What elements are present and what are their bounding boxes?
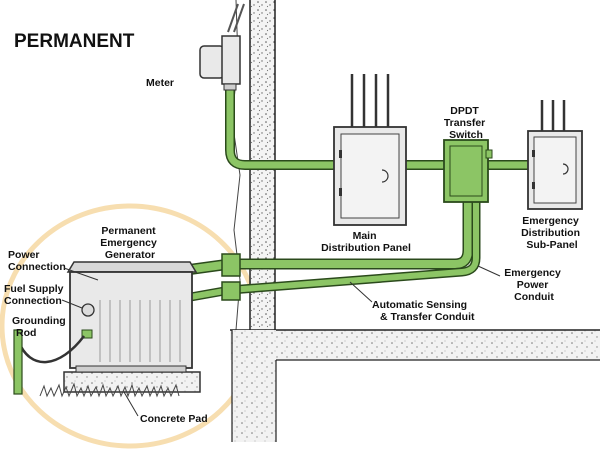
conduit-runs (92, 85, 565, 303)
concrete-pad-label: Concrete Pad (140, 413, 208, 425)
concrete-pad-leader (123, 391, 139, 417)
page-title: PERMANENT (14, 31, 135, 52)
generator (66, 261, 198, 373)
emergency-sub-panel (527, 100, 583, 210)
meter-label: Meter (146, 77, 174, 89)
transfer-switch (443, 139, 493, 203)
grounding-rod-label: Grounding Rod (12, 315, 69, 339)
sensing-conduit-label: Automatic Sensing & Transfer Conduit (372, 299, 475, 323)
concrete-pad (39, 371, 201, 398)
meter (199, 35, 241, 91)
grounding-rod (13, 329, 85, 395)
main-distribution-panel (333, 74, 407, 226)
generator-label: Permanent Emergency Generator (100, 225, 160, 261)
power-connection-leader (63, 267, 99, 281)
fuel-supply-label: Fuel Supply Connection (4, 283, 66, 307)
sub-panel-label: Emergency Distribution Sub-Panel (521, 215, 583, 251)
service-wires (227, 3, 245, 33)
power-connection-label: Power Connection (8, 249, 66, 273)
emergency-conduit-leader (477, 265, 501, 277)
emergency-conduit-label: Emergency Power Conduit (504, 267, 564, 303)
foundation (230, 329, 600, 442)
main-panel-label: Main Distribution Panel (321, 230, 411, 254)
sensing-conduit-leader (349, 281, 373, 303)
transfer-switch-label: DPDT Transfer Switch (444, 105, 488, 141)
fuel-supply-leader (61, 299, 83, 309)
